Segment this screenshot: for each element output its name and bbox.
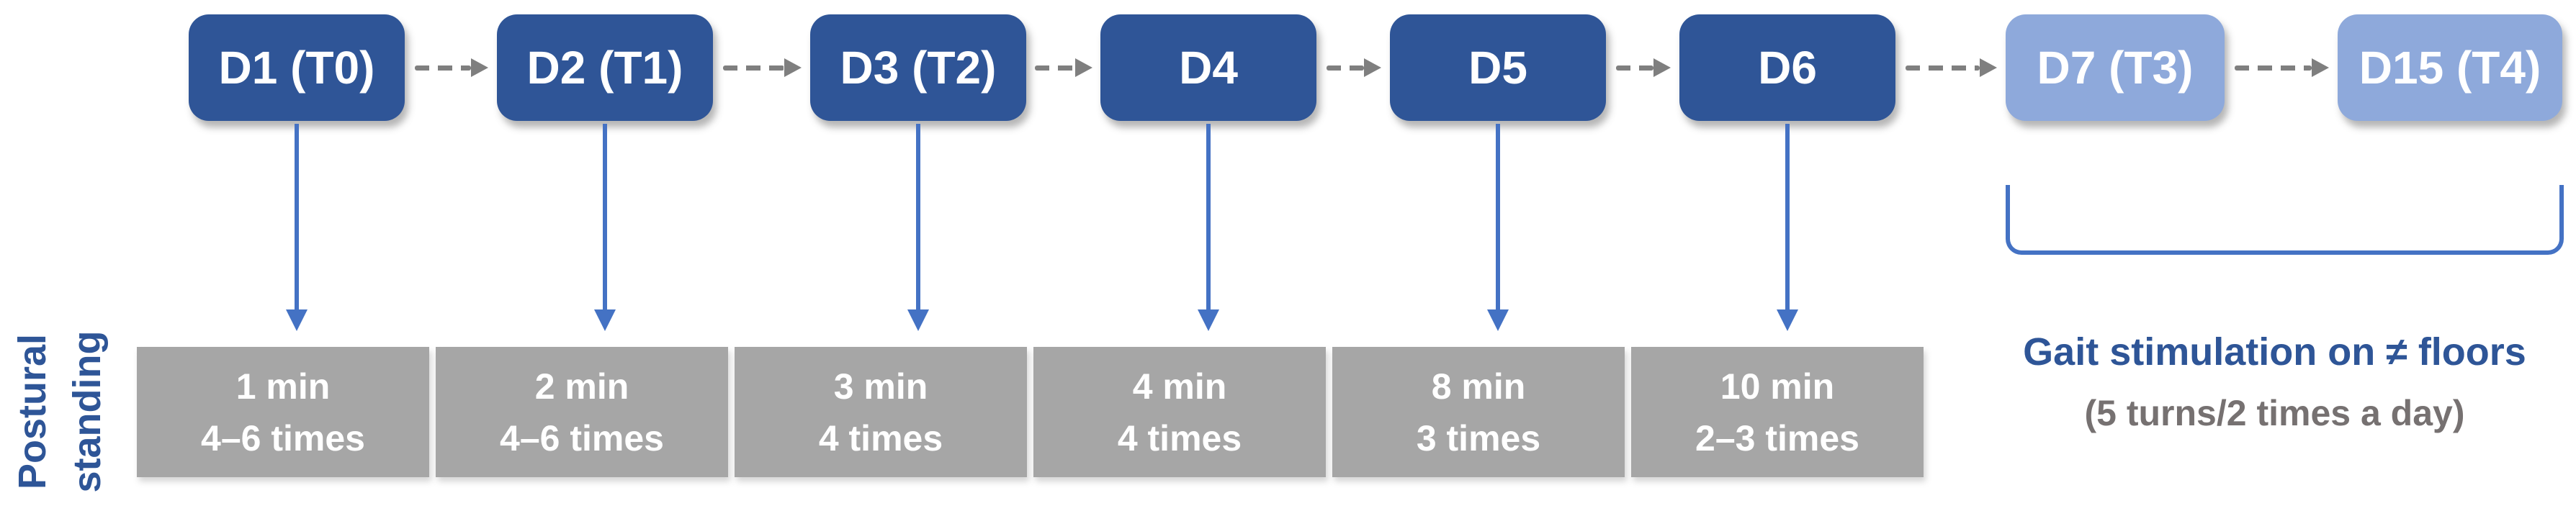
gait-title: Gait stimulation on ≠ floors — [2023, 330, 2526, 374]
cell-frequency: 2–3 times — [1695, 417, 1859, 458]
down-arrowhead-icon — [1487, 309, 1509, 331]
timeline-box-label: D4 — [1179, 42, 1238, 94]
arrowhead-icon — [1075, 58, 1092, 77]
cell-frequency: 4 times — [1117, 417, 1242, 458]
timeline-box-d3: D3 (T2) — [810, 14, 1026, 121]
down-arrow-icon — [286, 124, 308, 331]
down-arrow-icon — [907, 124, 929, 331]
down-arrow-shaft — [295, 124, 299, 309]
timeline-box-d7: D7 (T3) — [2006, 14, 2225, 121]
down-arrow-shaft — [916, 124, 920, 309]
cell-duration: 2 min — [534, 366, 629, 407]
postural-standing-axis-label: Postural standing — [11, 330, 109, 493]
timeline-box-label: D7 (T3) — [2037, 42, 2194, 94]
timeline-box-d6: D6 — [1679, 14, 1895, 121]
dashed-arrow-right-icon — [1327, 58, 1381, 77]
arrowhead-icon — [2312, 58, 2329, 77]
down-arrow-icon — [1487, 124, 1509, 331]
cell-duration: 8 min — [1431, 366, 1526, 407]
timeline-box-label: D2 (T1) — [526, 42, 683, 94]
down-arrowhead-icon — [286, 309, 308, 331]
timeline-box-d5: D5 — [1390, 14, 1606, 121]
dashed-line — [1327, 65, 1364, 71]
dashed-arrow-right-icon — [1906, 58, 1997, 77]
dashed-line — [2235, 65, 2312, 71]
gait-subtitle: (5 turns/2 times a day) — [2084, 393, 2465, 434]
postural-cell-5: 8 min 3 times — [1332, 347, 1625, 477]
timeline-box-d15: D15 (T4) — [2338, 14, 2562, 121]
postural-cell-3: 3 min 4 times — [735, 347, 1027, 477]
down-arrowhead-icon — [907, 309, 929, 331]
arrowhead-icon — [1364, 58, 1381, 77]
cell-duration: 10 min — [1720, 366, 1835, 407]
dashed-line — [723, 65, 784, 71]
arrowhead-icon — [784, 58, 802, 77]
timeline-box-label: D5 — [1468, 42, 1527, 94]
cell-duration: 3 min — [833, 366, 928, 407]
down-arrow-icon — [594, 124, 616, 331]
dashed-line — [1616, 65, 1653, 71]
timeline-box-label: D3 (T2) — [840, 42, 997, 94]
dashed-line — [1906, 65, 1980, 71]
timeline-box-d4: D4 — [1100, 14, 1316, 121]
arrowhead-icon — [1980, 58, 1997, 77]
cell-frequency: 3 times — [1416, 417, 1541, 458]
gait-caption: Gait stimulation on ≠ floors (5 turns/2 … — [1973, 330, 2576, 435]
dashed-line — [1035, 65, 1075, 71]
down-arrow-shaft — [1785, 124, 1790, 309]
arrowhead-icon — [1653, 58, 1671, 77]
down-arrowhead-icon — [1777, 309, 1798, 331]
cell-frequency: 4 times — [818, 417, 943, 458]
postural-cell-6: 10 min 2–3 times — [1631, 347, 1924, 477]
timeline-box-label: D15 (T4) — [2359, 42, 2541, 94]
cell-duration: 4 min — [1132, 366, 1227, 407]
postural-cell-2: 2 min 4–6 times — [436, 347, 728, 477]
cell-duration: 1 min — [235, 366, 331, 407]
down-arrow-shaft — [603, 124, 607, 309]
down-arrowhead-icon — [594, 309, 616, 331]
timeline-box-d2: D2 (T1) — [497, 14, 713, 121]
timeline-box-d1: D1 (T0) — [189, 14, 405, 121]
timeline-box-label: D6 — [1758, 42, 1817, 94]
dashed-line — [415, 65, 471, 71]
down-arrow-shaft — [1206, 124, 1211, 309]
postural-cell-4: 4 min 4 times — [1033, 347, 1326, 477]
dashed-arrow-right-icon — [1035, 58, 1092, 77]
postural-cell-1: 1 min 4–6 times — [137, 347, 429, 477]
dashed-arrow-right-icon — [2235, 58, 2329, 77]
cell-frequency: 4–6 times — [500, 417, 664, 458]
down-arrow-icon — [1198, 124, 1219, 331]
down-arrow-icon — [1777, 124, 1798, 331]
dashed-arrow-right-icon — [723, 58, 802, 77]
down-arrow-shaft — [1496, 124, 1500, 309]
range-bracket — [2006, 185, 2564, 255]
arrowhead-icon — [471, 58, 488, 77]
cell-frequency: 4–6 times — [201, 417, 365, 458]
dashed-arrow-right-icon — [415, 58, 488, 77]
down-arrowhead-icon — [1198, 309, 1219, 331]
timeline-box-label: D1 (T0) — [218, 42, 375, 94]
dashed-arrow-right-icon — [1616, 58, 1671, 77]
